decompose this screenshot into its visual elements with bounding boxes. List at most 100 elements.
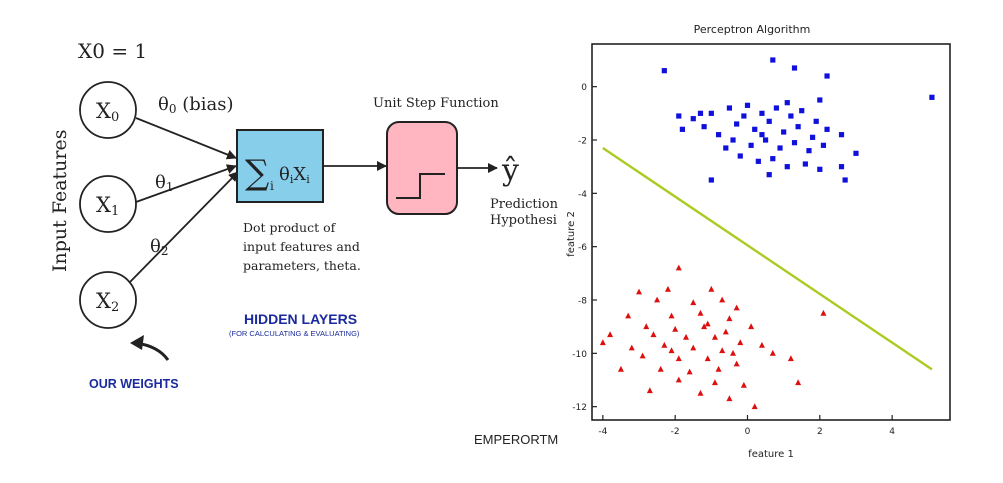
scatter-point-triangle	[625, 312, 632, 319]
decision-boundary-line	[602, 147, 933, 371]
scatter-point-triangle	[639, 352, 646, 359]
scatter-point-triangle	[769, 349, 776, 356]
perceptron-diagram: X0 = 1 Input Features X0 X1 X2 θ0 (bias)…	[49, 39, 562, 391]
y-tick-label: -12	[572, 403, 587, 413]
scatter-point-triangle	[751, 403, 758, 410]
svg-text:X1: X1	[96, 193, 119, 219]
scatter-point-square	[806, 148, 812, 154]
input-node-x2: X2	[79, 271, 137, 329]
scatter-point-triangle	[668, 347, 675, 354]
scatter-point-square	[759, 110, 765, 116]
svg-text:∑: ∑	[245, 153, 269, 193]
edge-x1-sum	[135, 164, 237, 203]
plot-frame	[591, 43, 951, 421]
scatter-point-triangle	[704, 355, 711, 362]
scatter-point-triangle	[661, 341, 668, 348]
scatter-point-triangle	[628, 344, 635, 351]
x-tick-label: 4	[889, 427, 895, 437]
scatter-point-square	[838, 164, 845, 170]
scatter-point-square	[788, 113, 794, 119]
scatter-point-square	[730, 137, 736, 143]
scatter-point-square	[766, 172, 772, 178]
y-tick-label: -10	[572, 350, 587, 360]
scatter-point-triangle	[701, 323, 708, 330]
scatter-point-triangle	[650, 331, 657, 338]
scatter-point-square	[799, 108, 805, 114]
svg-text:θiXi: θiXi	[279, 164, 310, 186]
scatter-point-triangle	[787, 355, 794, 362]
edge-x2-sum	[129, 171, 239, 283]
scatter-point-square	[715, 132, 722, 138]
weight-theta1-label: θ1	[155, 172, 173, 194]
input-node-x1: X1	[79, 175, 137, 233]
scatter-point-triangle	[697, 309, 704, 316]
scatter-point-triangle	[748, 323, 755, 330]
scatter-point-square	[791, 65, 798, 71]
scatter-point-triangle	[697, 389, 704, 396]
scatter-point-square	[838, 132, 845, 138]
x-tick-label: -4	[598, 427, 607, 437]
scatter-point-square	[734, 121, 740, 127]
scatter-point-triangle	[711, 379, 718, 386]
hidden-layers-title: HIDDEN LAYERS	[244, 311, 357, 327]
y-tick-label: 0	[581, 83, 587, 93]
scatter-point-triangle	[675, 355, 682, 362]
output-caption: Prediction Hypothesi	[490, 197, 562, 228]
scatter-point-square	[723, 145, 729, 151]
scatter-point-triangle	[758, 341, 765, 348]
scatter-point-square	[726, 105, 733, 111]
scatter-point-triangle	[730, 349, 737, 356]
chart-title: Perceptron Algorithm	[694, 23, 811, 36]
scatter-point-square	[759, 132, 765, 138]
scatter-point-square	[842, 177, 848, 183]
scatter-point-triangle	[636, 288, 643, 295]
scatter-point-square	[824, 126, 830, 132]
weight-theta0-label: θ0 (bias)	[158, 94, 234, 116]
scatter-point-triangle	[664, 285, 671, 292]
svg-text:X2: X2	[96, 289, 119, 315]
scatter-point-square	[929, 94, 935, 100]
scatter-point-square	[809, 134, 816, 140]
scatter-point-square	[784, 100, 790, 106]
scatter-point-square	[748, 142, 754, 148]
weight-theta2-label: θ2	[150, 236, 168, 258]
y-tick-label: -2	[578, 137, 587, 147]
scatter-point-square	[853, 150, 859, 156]
scatter-point-triangle	[740, 381, 747, 388]
scatter-point-triangle	[715, 365, 722, 372]
scatter-point-square	[802, 161, 808, 167]
scatter-point-triangle	[726, 395, 733, 402]
scatter-point-square	[661, 68, 667, 74]
scatter-point-square	[820, 142, 827, 148]
scatter-point-triangle	[643, 323, 650, 330]
scatter-point-square	[784, 164, 790, 170]
output-y-hat: ŷ	[501, 153, 519, 188]
scatter-point-triangle	[675, 264, 682, 271]
scatter-point-square	[755, 158, 761, 164]
scatter-point-triangle	[820, 309, 827, 316]
scatter-point-triangle	[795, 379, 802, 386]
y-tick-label: -4	[578, 190, 587, 200]
weighted-sum-box: ∑ i θiXi	[236, 129, 324, 203]
scatter-point-square	[773, 105, 780, 111]
svg-text:i: i	[270, 179, 274, 193]
scatter-point-triangle	[617, 365, 624, 372]
y-axis-label: feature 2	[566, 211, 577, 257]
scatter-point-square	[824, 73, 830, 79]
y-tick-label: -6	[578, 243, 587, 253]
scatter-point-triangle	[719, 296, 726, 303]
scatter-point-square	[781, 129, 787, 135]
scatter-point-square	[737, 153, 743, 159]
y-tick-label: -8	[578, 297, 587, 307]
x-tick-label: -2	[671, 427, 680, 437]
scatter-point-square	[770, 57, 776, 63]
watermark-text: EMPERORTM	[474, 432, 559, 447]
unit-step-box	[386, 121, 458, 215]
scatter-point-square	[690, 116, 696, 122]
scatter-point-triangle	[711, 333, 718, 340]
scatter-point-square	[817, 166, 823, 172]
scatter-point-triangle	[675, 376, 682, 383]
scatter-point-square	[791, 140, 798, 146]
bias-equation: X0 = 1	[78, 39, 147, 63]
